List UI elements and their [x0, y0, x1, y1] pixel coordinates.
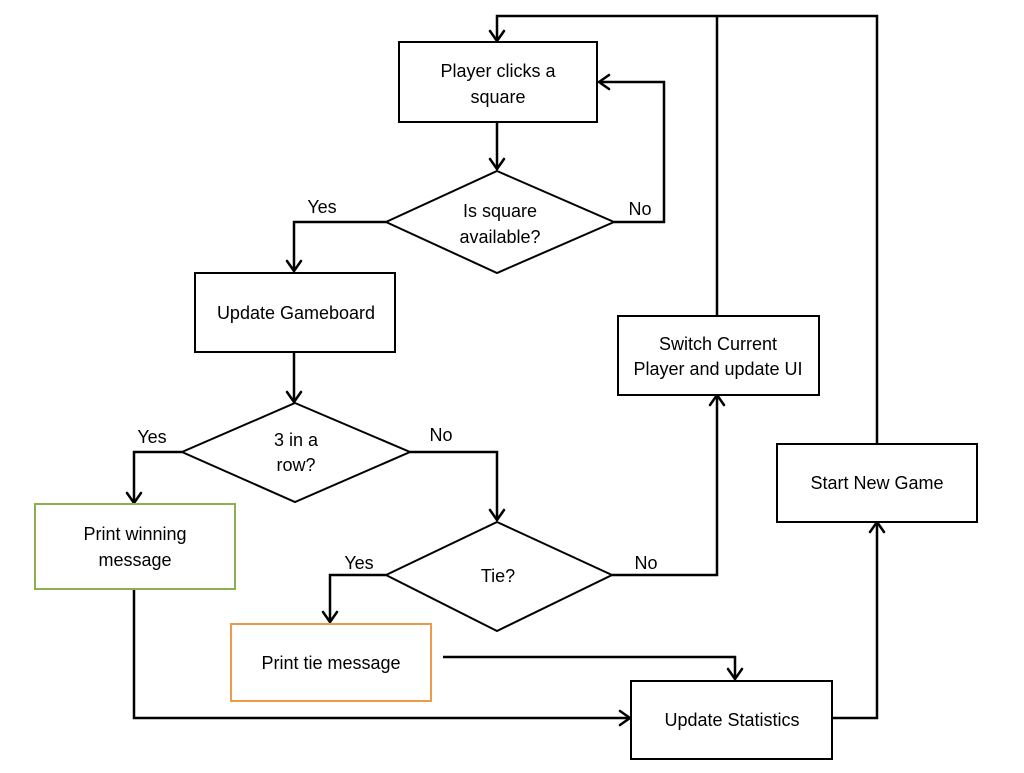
node-update-gameboard: Update Gameboard — [194, 272, 396, 353]
arrowhead-gameboard-top — [285, 259, 303, 273]
node-label: Switch Current — [659, 334, 777, 354]
node-label: Player and update UI — [633, 359, 802, 379]
node-label: row? — [276, 455, 315, 475]
node-label: available? — [459, 227, 540, 247]
edge-label-tie-no: No — [634, 553, 657, 573]
node-label: Is square — [463, 201, 537, 221]
edge-label-available-yes: Yes — [307, 197, 336, 217]
edge-row-yes — [132, 450, 182, 502]
node-square-available: Is square available? — [383, 169, 617, 275]
edge-available-no — [599, 80, 666, 224]
node-label: message — [98, 550, 171, 570]
node-tie-check: Tie? — [383, 520, 615, 633]
edge-label-available-no: No — [628, 199, 651, 219]
edge-win-to-stats — [132, 589, 630, 720]
edge-newgame-to-player — [495, 14, 879, 443]
edge-label-tie-yes: Yes — [344, 553, 373, 573]
arrowhead-player-right — [597, 73, 611, 91]
edge-available-yes — [292, 220, 386, 270]
node-label: Tie? — [481, 566, 515, 586]
node-label: Print tie message — [261, 653, 400, 673]
node-label: Player clicks a — [440, 61, 556, 81]
edge-label-row-no: No — [429, 425, 452, 445]
node-label: Update Statistics — [664, 710, 799, 730]
arrowhead-stats-top — [726, 667, 744, 681]
node-player-clicks: Player clicks a square — [398, 41, 598, 123]
node-update-statistics: Update Statistics — [630, 680, 833, 760]
arrowhead-tie-top — [488, 508, 506, 522]
edge-row-no — [410, 450, 499, 519]
node-label: square — [470, 87, 525, 107]
node-label: Start New Game — [810, 473, 943, 493]
arrowhead-available-top — [488, 157, 506, 171]
node-three-in-row: 3 in a row? — [179, 401, 413, 504]
edge-label-row-yes: Yes — [137, 427, 166, 447]
edge-tie-no — [612, 396, 719, 577]
arrowhead-row-top — [285, 390, 303, 404]
node-print-winning: Print winning message — [34, 503, 236, 590]
edge-stats-to-newgame — [833, 523, 879, 720]
edge-tie-yes — [328, 573, 386, 621]
node-label: Print winning — [83, 524, 186, 544]
node-switch-player: Switch Current Player and update UI — [617, 315, 820, 396]
edge-tiemsg-to-stats — [443, 655, 737, 678]
node-start-new-game: Start New Game — [776, 443, 978, 523]
arrowhead-tiemsg-top — [321, 610, 339, 624]
node-label: 3 in a — [274, 430, 319, 450]
node-print-tie: Print tie message — [230, 623, 432, 702]
node-label: Update Gameboard — [217, 303, 375, 323]
